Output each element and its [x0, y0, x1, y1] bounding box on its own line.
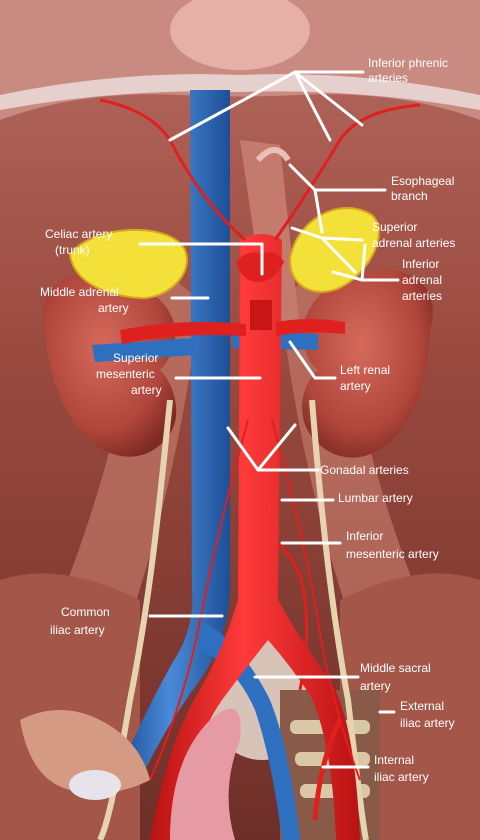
right-crus: [240, 140, 300, 330]
inferior-mesenteric-artery: [277, 543, 309, 691]
leader-left-renal: [288, 340, 337, 380]
celiac-trunk: [236, 252, 284, 282]
left-gonadal-artery: [271, 419, 361, 781]
abdominal-aorta: [150, 234, 360, 840]
internal-iliac-artery: [312, 718, 343, 821]
esophageal-hiatus: [255, 147, 291, 163]
ovary: [69, 770, 121, 800]
label-gonadal-arteries: Gonadal arteries: [320, 463, 409, 477]
superior-mesenteric-stump: [250, 300, 272, 330]
right-renal-artery: [120, 322, 246, 344]
inferior-vena-cava: [120, 90, 230, 770]
leader-superior-adrenal-2: [320, 236, 357, 274]
leader-esophageal-2: [313, 188, 324, 234]
label-superior-mesenteric-artery: Superior mesenteric artery: [96, 351, 162, 397]
label-lumbar-artery: Lumbar artery: [338, 491, 413, 505]
label-inferior-adrenal-arteries: Inferior adrenal arteries: [402, 257, 445, 303]
left-common-iliac-vein: [200, 620, 300, 840]
label-inferior-phrenic-arteries: Inferior phrenic arteries: [368, 56, 451, 85]
left-ureter: [309, 399, 369, 840]
diaphragm-edge: [0, 74, 480, 110]
label-esophageal-branch: Esophageal branch: [391, 174, 458, 203]
right-kidney: [43, 272, 177, 457]
ovary-region: [20, 710, 150, 794]
label-superior-adrenal-arteries: Superior adrenal arteries: [372, 220, 455, 250]
left-renal-artery: [276, 319, 345, 336]
leader-inferior-adrenal-2: [360, 243, 367, 282]
label-common-iliac-artery: Common iliac artery: [50, 605, 113, 637]
label-celiac-artery: Celiac artery (trunk): [45, 227, 116, 257]
label-inferior-mesenteric-artery: Inferior mesenteric artery: [346, 529, 439, 561]
label-middle-adrenal-artery: Middle adrenal artery: [40, 285, 129, 315]
right-renal-vein: [92, 338, 195, 362]
left-inferior-phrenic-artery: [273, 103, 421, 241]
label-middle-sacral-artery: Middle sacral artery: [360, 661, 434, 693]
right-gonadal-artery: [149, 419, 249, 781]
right-ureter: [97, 399, 173, 840]
leader-phrenic-3: [293, 70, 364, 127]
label-internal-iliac-artery: Internal iliac artery: [374, 753, 429, 784]
label-external-iliac-artery: External iliac artery: [400, 699, 455, 730]
label-left-renal-artery: Left renal artery: [340, 363, 393, 393]
esophagus-top: [170, 0, 310, 70]
leader-phrenic-1: [168, 70, 297, 142]
right-adrenal-gland: [68, 228, 188, 300]
left-kidney: [302, 269, 433, 458]
leader-phrenic-2: [293, 70, 332, 142]
uterus: [170, 708, 241, 840]
leader-gonadal-2: [256, 423, 297, 472]
leader-lines: [138, 70, 400, 769]
